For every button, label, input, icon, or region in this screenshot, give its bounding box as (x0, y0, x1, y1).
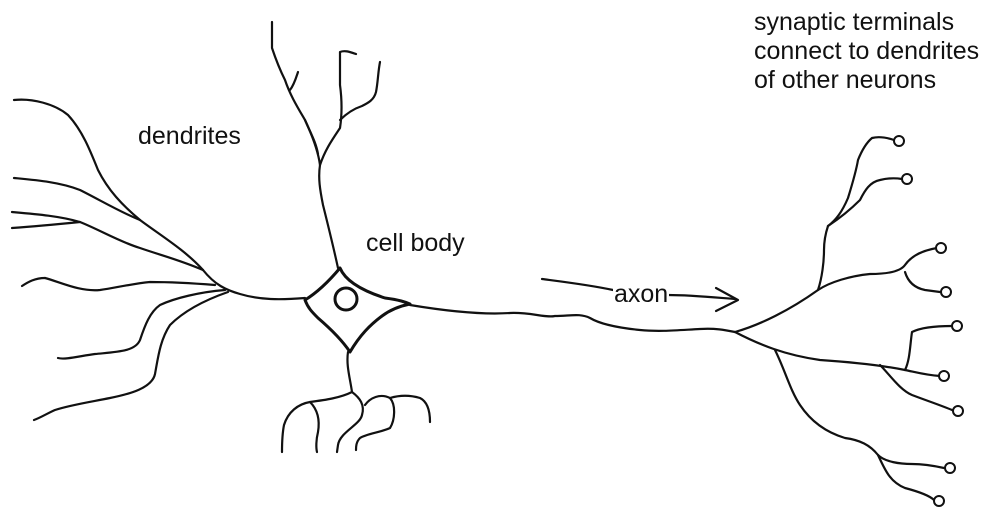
synaptic-label-line-3: of other neurons (754, 66, 979, 95)
synaptic-terminals-label: synaptic terminals connect to dendrites … (754, 8, 979, 95)
axon-label: axon (613, 280, 669, 309)
dendrites-bottom (282, 352, 430, 452)
synaptic-label-line-2: connect to dendrites (754, 37, 979, 66)
dendrites-top (272, 22, 380, 268)
synaptic-label-line-1: synaptic terminals (754, 8, 979, 37)
axon (410, 305, 735, 332)
cell-body (305, 268, 410, 352)
axon-terminals (735, 136, 963, 506)
cell-body-label: cell body (366, 229, 465, 258)
dendrites-label: dendrites (138, 122, 241, 151)
